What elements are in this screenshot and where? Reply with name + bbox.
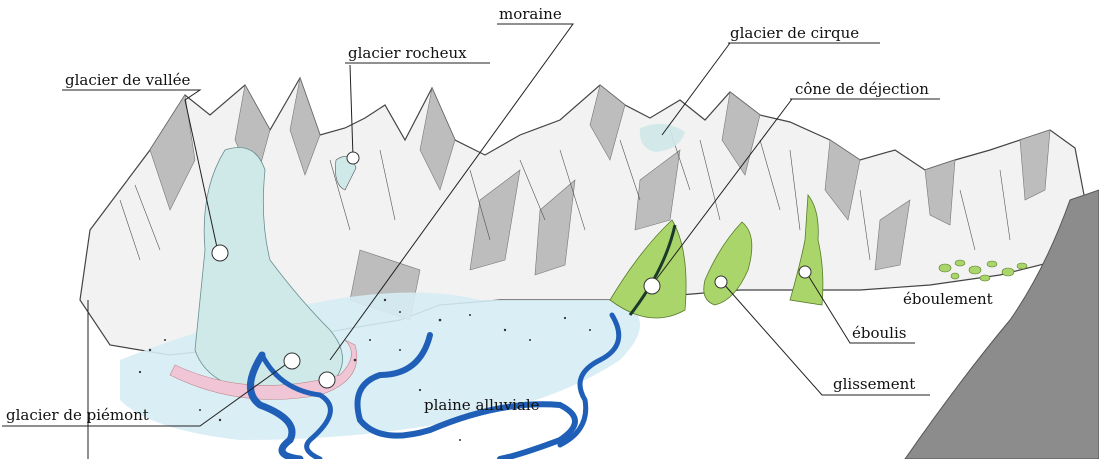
label-eboulement: éboulement — [903, 290, 993, 308]
label-moraine: moraine — [499, 5, 562, 23]
label-cone-de-dejection: cône de déjection — [795, 80, 929, 98]
label-eboulis: éboulis — [852, 324, 906, 342]
marker-glacier-de-vallee — [212, 245, 228, 261]
marker-cone-de-dejection — [644, 278, 660, 294]
marker-moraine — [284, 353, 300, 369]
label-glacier-de-cirque: glacier de cirque — [730, 24, 859, 42]
label-glacier-de-vallee: glacier de vallée — [65, 71, 190, 89]
label-glacier-de-piemont: glacier de piémont — [6, 406, 149, 424]
marker-glacier-de-piemont — [319, 372, 335, 388]
label-plaine-alluviale: plaine alluviale — [424, 396, 540, 414]
label-glissement: glissement — [833, 375, 915, 393]
marker-glacier-rocheux — [347, 152, 359, 164]
marker-glissement — [715, 276, 727, 288]
label-glacier-rocheux: glacier rocheux — [348, 44, 467, 62]
marker-eboulis — [799, 266, 811, 278]
